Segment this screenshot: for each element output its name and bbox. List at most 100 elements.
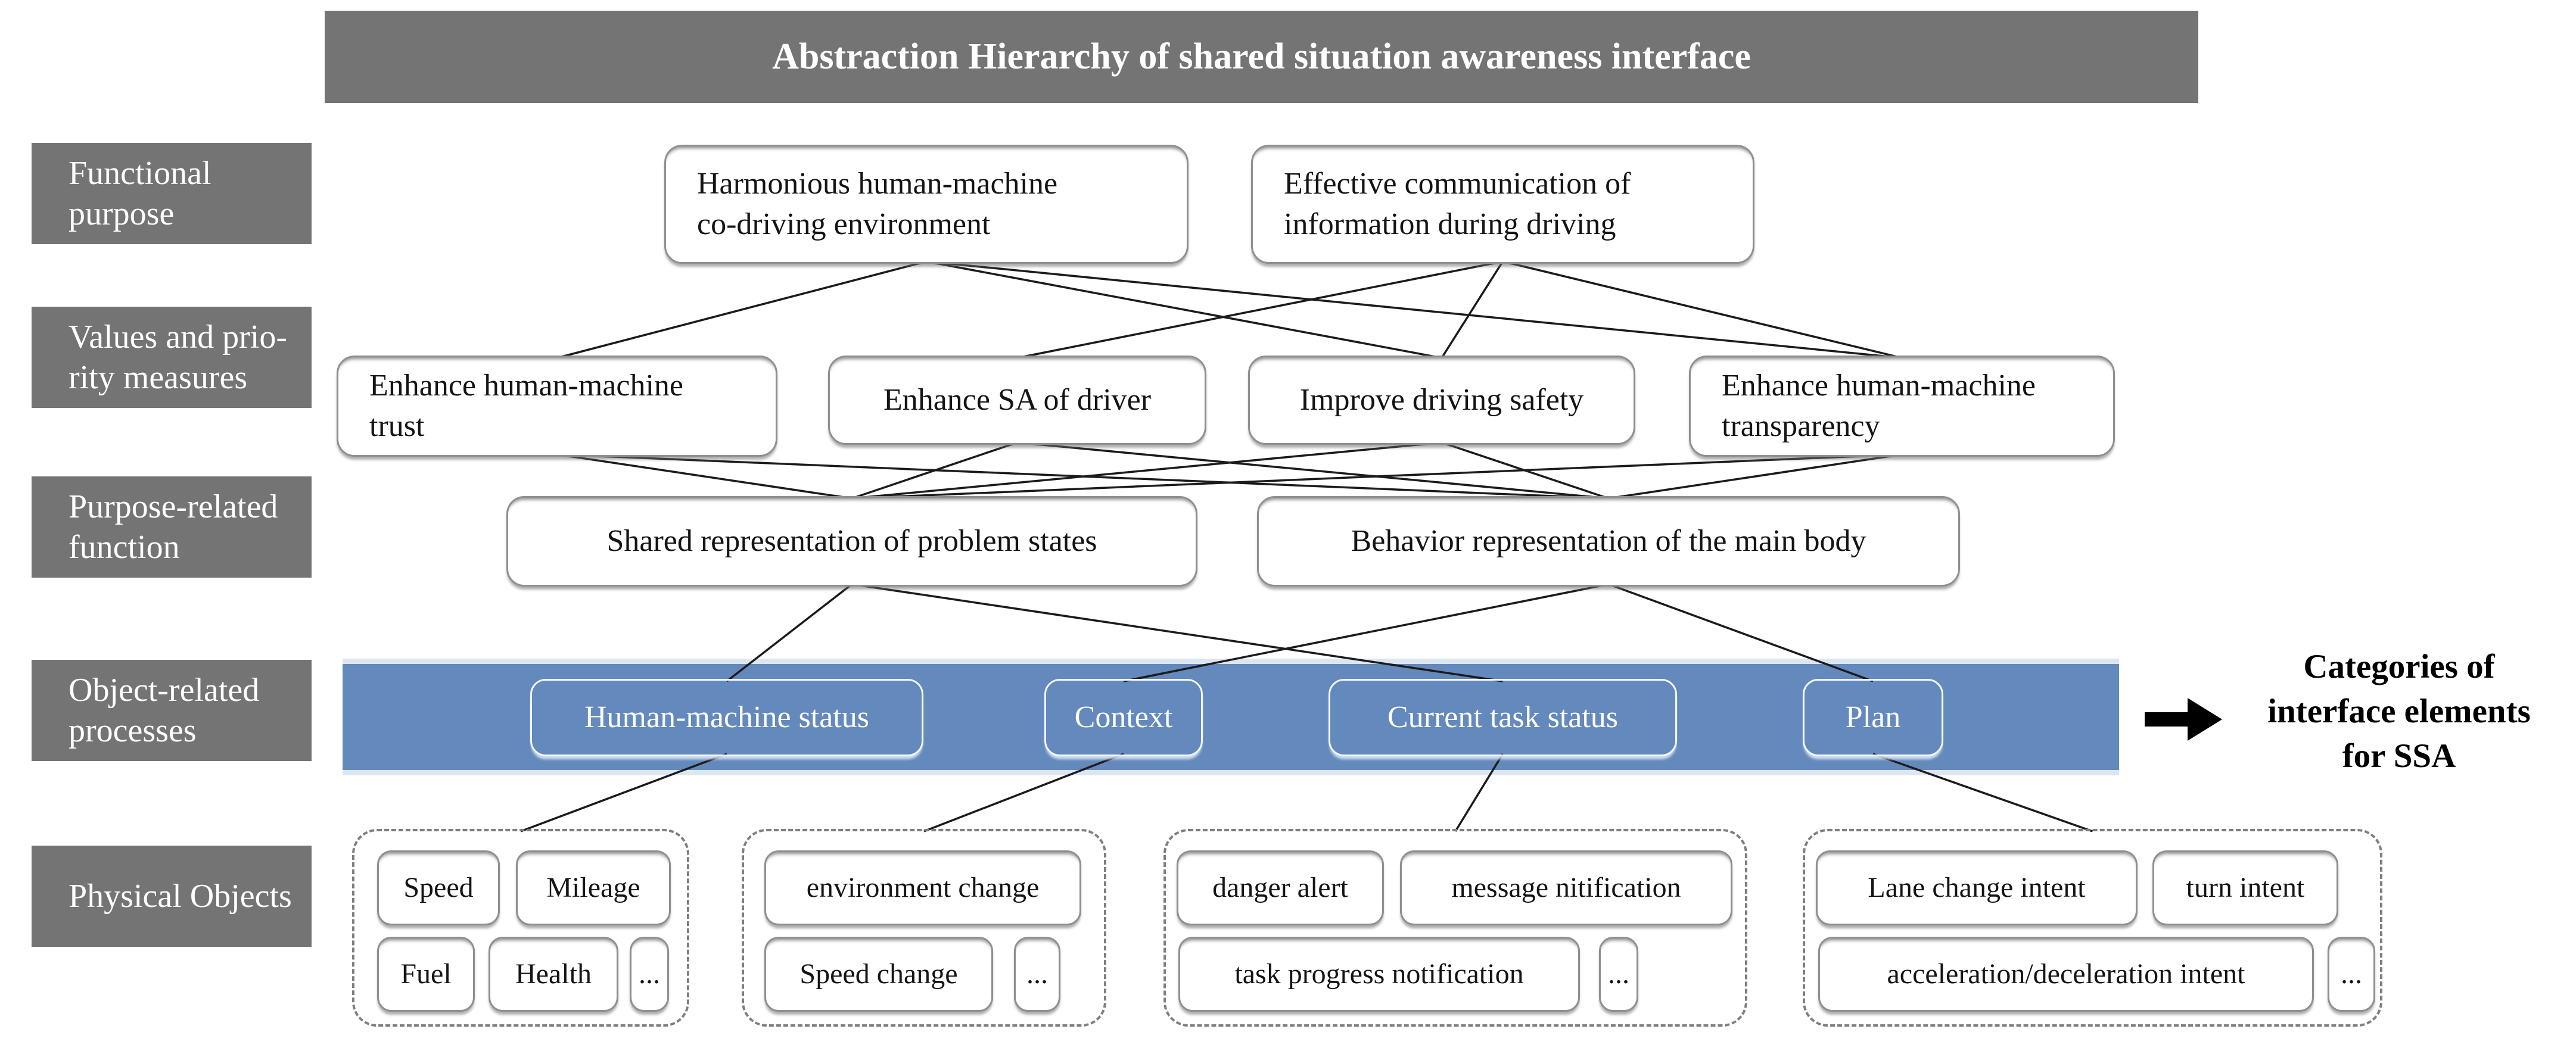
node-task-status: Current task status [1329,679,1677,756]
box-text-line: rity measures [69,359,248,396]
box-text-line: Enhance human-machine [369,369,683,403]
item-health: Health [489,937,618,1012]
box-text-line: purpose [69,195,175,232]
box-text-line: Functional [69,154,211,192]
box-text-line: Shared representation of problem states [606,524,1097,559]
box-text-line: transparency [1722,409,1880,443]
box-text-line: turn intent [2186,871,2305,903]
box-text-line: Effective communication of [1284,167,1631,201]
box-text-line: Mileage [546,871,640,903]
item-mileage: Mileage [516,850,671,925]
box-text-line: Context [1074,700,1173,735]
item-dots-3: ... [1599,937,1638,1012]
node-sa: Enhance SA of driver [828,356,1206,445]
edge-safety-to-behavior-rep [1441,441,1609,500]
label-values-priority: Values and prio-rity measures [32,307,312,408]
box-text-line: information during driving [1284,207,1616,241]
box-text-line: task progress notification [1234,958,1524,990]
diagram-title: Abstraction Hierarchy of shared situatio… [325,11,2198,103]
box-text-line: danger alert [1212,871,1348,903]
item-task-progress: task progress notification [1178,937,1580,1012]
group-hm-status [352,829,689,1027]
edge-shared-rep-to-task-status [851,583,1503,682]
box-text-line: Fuel [400,958,452,990]
ssa-categories-caption: Categories of interface elements for SSA [2222,644,2576,779]
box-text-line: Enhance SA of driver [883,383,1152,417]
edge-context-to-group-context [923,753,1124,833]
edge-behavior-rep-to-context [1123,583,1609,682]
box-text-line: Behavior representation of the main body [1351,524,1866,559]
box-text-line: Enhance human-machine [1722,369,2036,403]
edge-harmonious-to-transparency [926,260,1902,359]
edge-harmonious-to-trust [556,260,927,359]
edge-trust-to-behavior-rep [556,453,1609,500]
label-purpose-related: Purpose-related function [32,476,312,578]
node-shared-rep: Shared representation of problem states [506,496,1197,587]
box-text-line: ... [2341,958,2362,990]
item-speed-change: Speed change [764,937,993,1012]
caption-line: interface elements [2267,693,2531,731]
node-context: Context [1044,679,1203,756]
edge-trust-to-shared-rep [556,453,853,500]
box-text-line: processes [69,712,197,749]
item-fuel: Fuel [377,937,475,1012]
edge-effective-to-transparency [1502,260,1902,359]
edge-effective-to-sa [1017,260,1503,359]
box-text-line: Physical Objects [69,877,292,915]
item-message-notif: message nitification [1400,850,1732,925]
edge-behavior-rep-to-plan [1608,583,1874,682]
group-task-status [1163,829,1747,1027]
edge-harmonious-to-safety [926,260,1442,359]
caption-line: Categories of [2303,648,2495,685]
edge-safety-to-shared-rep [851,441,1442,500]
item-danger-alert: danger alert [1177,850,1384,925]
edge-hm-status-to-group-hm-status [520,753,727,833]
item-lane-change: Lane change intent [1816,850,2138,925]
box-text-line: function [69,529,180,566]
box-text-line: message nitification [1451,871,1681,903]
box-text-line: Lane change intent [1868,871,2086,903]
box-text-line: Harmonious human-machine [697,167,1058,201]
edge-sa-to-behavior-rep [1017,441,1609,500]
item-dots-4: ... [2328,937,2375,1012]
box-text-line: Speed [403,871,474,903]
group-context [742,829,1106,1027]
label-physical-objects: Physical Objects [32,846,312,947]
edge-effective-to-safety [1441,261,1504,358]
node-trust: Enhance human-machine trust [337,356,777,457]
edge-transparency-to-behavior-rep [1608,453,1902,500]
box-text-line: environment change [806,871,1040,903]
caption-line: for SSA [2342,737,2456,775]
item-dots-2: ... [1014,937,1060,1012]
edge-shared-rep-to-hm-status [726,583,853,682]
box-text-line: Object-related [69,671,260,709]
box-text-line: trust [369,409,425,443]
box-text-line: Purpose-related [69,488,278,525]
group-plan [1803,829,2382,1027]
node-transparency: Enhance human-machine transparency [1689,356,2115,457]
box-text-line: Health [515,958,592,990]
node-effective: Effective communication of information du… [1251,145,1754,264]
item-turn-intent: turn intent [2152,850,2338,925]
node-plan: Plan [1803,679,1943,756]
box-text-line: Human-machine status [584,700,869,735]
box-text-line: ... [1608,958,1629,990]
box-text-line: acceleration/deceleration intent [1887,958,2245,990]
item-env-change: environment change [764,850,1081,925]
node-hm-status: Human-machine status [530,679,923,756]
item-speed: Speed [377,850,500,925]
box-text-line: ... [639,958,660,990]
box-text-line: Values and prio- [69,318,288,356]
box-text-line: Current task status [1387,700,1619,735]
box-text-line: Plan [1845,700,1901,735]
box-text-line: Improve driving safety [1299,383,1584,417]
node-behavior-rep: Behavior representation of the main body [1257,496,1960,587]
item-dots-1: ... [630,937,669,1012]
box-text-line: ... [1026,958,1048,990]
box-text-line: Speed change [799,958,958,990]
